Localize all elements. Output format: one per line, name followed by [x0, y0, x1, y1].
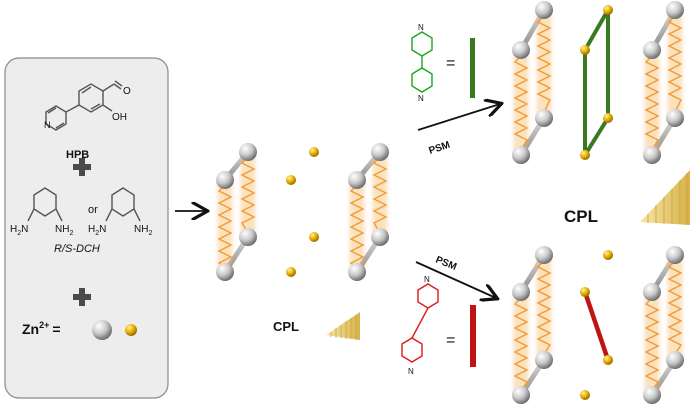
svg-text:H2N: H2N: [10, 224, 28, 237]
hydroxyl-label: OH: [112, 112, 127, 123]
bottom-red-rod-icon: [470, 305, 476, 367]
plus-sign-2: [73, 288, 91, 306]
bottom-cage: [512, 246, 684, 404]
zn-node-gray-icon: [92, 320, 112, 340]
svg-text:H2N: H2N: [88, 224, 106, 237]
top-cpl-cone-icon: [640, 170, 690, 225]
svg-text:NH2: NH2: [55, 224, 73, 237]
zn-label: Zn2+=: [22, 320, 61, 337]
zn-node-gold-icon: [125, 324, 137, 336]
aldehyde-o-atom: O: [123, 86, 131, 97]
green-ligand-structure: [411, 31, 433, 93]
bottom-cage-gold-nodes: [580, 250, 613, 400]
diamine-structure-r: [27, 187, 63, 222]
green-ring-n-bottom: N: [418, 94, 424, 103]
top-cage-gold-nodes: [580, 5, 613, 160]
bottom-equals-sign: =: [446, 332, 455, 349]
green-ring-n-top: N: [418, 23, 424, 32]
top-psm-label: PSM: [428, 140, 452, 157]
center-cpl-cone-icon: [326, 312, 360, 340]
bottom-psm-label: PSM: [434, 255, 458, 273]
red-ring-n-top: N: [424, 275, 430, 284]
top-cage-green-linkers: [583, 8, 610, 157]
bottom-cage-gray-nodes: [512, 246, 684, 404]
center-cage: [216, 143, 389, 281]
top-cpl-label: CPL: [564, 207, 598, 226]
pyridine-n-atom: N: [44, 120, 51, 130]
top-psm-arrow: [417, 104, 500, 131]
or-label: or: [88, 204, 98, 216]
plus-sign-1: [73, 158, 91, 176]
top-cage-helices: [513, 14, 683, 152]
cage-gray-nodes: [216, 143, 389, 281]
reagent-box: [4, 57, 169, 399]
red-ring-n-bottom: N: [408, 367, 414, 376]
top-green-rod-icon: [470, 38, 475, 98]
cage-gold-nodes: [286, 147, 319, 277]
center-cpl-label: CPL: [273, 319, 299, 334]
top-cage: [512, 1, 684, 164]
bottom-cage-red-linker: [582, 289, 611, 363]
diamine-structure-s: [105, 187, 141, 222]
dch-label: R/S-DCH: [54, 243, 100, 255]
top-cage-gray-nodes: [512, 1, 684, 164]
amine-h: H: [10, 224, 17, 235]
reagent-panel: N O OH HPB or H2N NH2 H2N NH2 R/S-DCH: [4, 57, 169, 399]
hpb-structure: [45, 80, 123, 131]
bottom-psm-arrow: [415, 261, 496, 298]
svg-text:NH2: NH2: [134, 224, 152, 237]
top-equals-sign: =: [446, 55, 455, 72]
amine-labels: H2N NH2 H2N NH2: [10, 224, 152, 237]
red-ligand-structure: [401, 283, 439, 363]
hpb-label: HPB: [66, 149, 89, 161]
